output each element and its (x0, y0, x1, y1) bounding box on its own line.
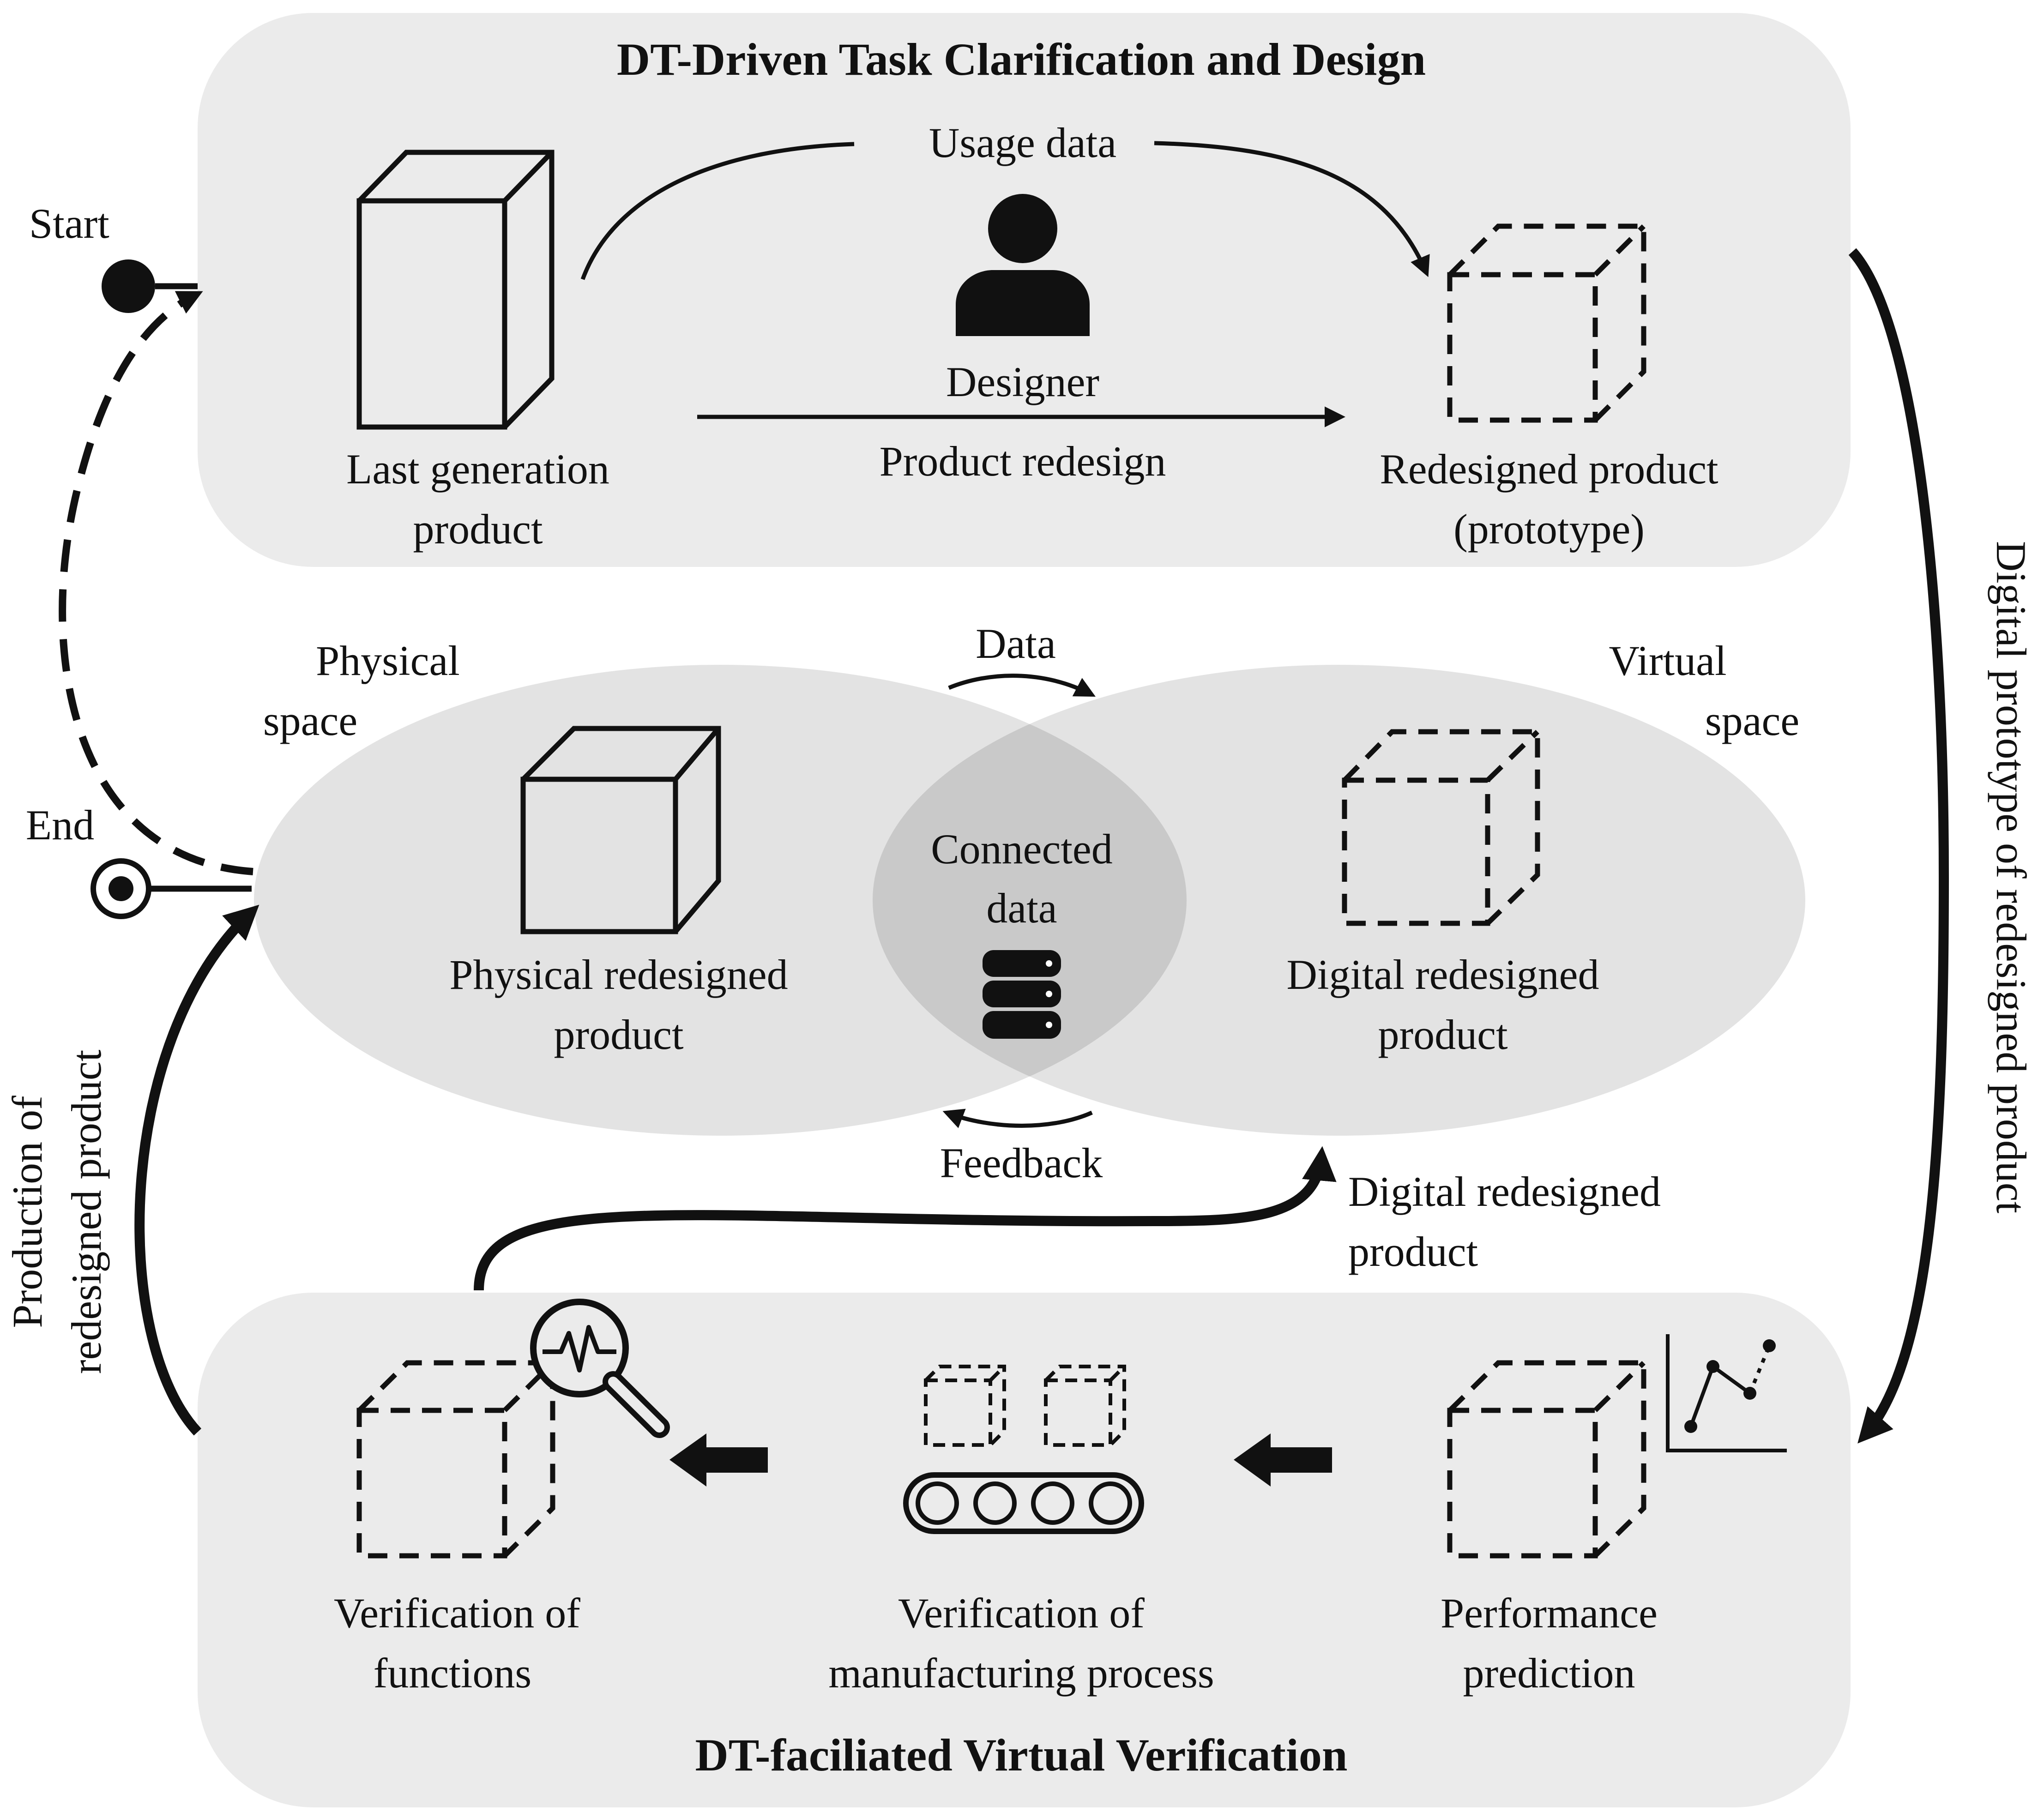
performance-product-box (1447, 1360, 1646, 1559)
dashed-return-arrow (59, 291, 253, 875)
usage-data-arc-left (580, 142, 855, 280)
physical-space-label-1: Physical (316, 637, 460, 684)
digital-redesigned-arrow (474, 1146, 1337, 1291)
end-label: End (26, 801, 94, 849)
designer-label: Designer (946, 358, 1099, 405)
connected-data-label-2: data (986, 885, 1057, 932)
physical-product-label-2: product (554, 1011, 683, 1058)
virtual-space-label-2: space (1705, 697, 1799, 744)
left-vertical-label-2: redesigned product (63, 1049, 110, 1374)
virtual-space-label-1: Virtual (1609, 637, 1726, 684)
usage-data-arc-right (1154, 141, 1430, 277)
flow-arrow-right (1234, 1433, 1332, 1487)
digital-redesigned-label-2: product (1348, 1228, 1478, 1275)
functions-label-1: Verification of (334, 1589, 580, 1637)
start-node (102, 259, 155, 313)
manufacturing-label-2: manufacturing process (828, 1649, 1214, 1697)
left-vertical-label-1: Production of (4, 1096, 51, 1328)
bottom-panel (198, 1293, 1851, 1807)
last-generation-label-1: Last generation (346, 445, 609, 493)
conveyor-icon (903, 1365, 1144, 1534)
manufacturing-label-1: Verification of (898, 1589, 1145, 1637)
start-label: Start (29, 200, 109, 247)
last-generation-product-box (356, 150, 555, 430)
magnifier-icon (530, 1299, 670, 1438)
functions-product-box (356, 1360, 555, 1559)
connected-data-overlap (873, 665, 1187, 1136)
person-icon (956, 194, 1090, 336)
feedback-label: Feedback (940, 1139, 1103, 1186)
digital-product-box (1342, 729, 1540, 926)
redesigned-prototype-box (1447, 223, 1646, 423)
connected-data-label-1: Connected (931, 825, 1112, 873)
physical-space-label-2: space (263, 697, 357, 744)
digital-redesigned-label-1: Digital redesigned (1348, 1168, 1661, 1215)
data-label: Data (976, 620, 1056, 667)
redesigned-label-2: (prototype) (1453, 506, 1645, 553)
line-chart-icon (1666, 1334, 1787, 1452)
performance-label-2: prediction (1463, 1649, 1635, 1697)
last-generation-label-2: product (413, 506, 543, 553)
digital-product-label-2: product (1378, 1011, 1507, 1058)
digital-prototype-arrow (1848, 248, 1949, 1444)
physical-product-box (520, 726, 721, 934)
product-redesign-label: Product redesign (880, 438, 1166, 485)
physical-product-label-1: Physical redesigned (449, 951, 788, 998)
usage-data-label: Usage data (929, 119, 1116, 166)
functions-label-2: functions (374, 1649, 531, 1697)
redesigned-label-1: Redesigned product (1380, 445, 1718, 493)
performance-label-1: Performance (1441, 1589, 1658, 1637)
top-panel-title: DT-Driven Task Clarification and Design (617, 34, 1426, 85)
database-icon (983, 950, 1061, 1039)
production-arrow (134, 904, 259, 1436)
data-arrow (948, 674, 1096, 697)
digital-product-label-1: Digital redesigned (1286, 951, 1599, 998)
right-vertical-label: Digital prototype of redesigned product (1988, 541, 2035, 1214)
end-node (90, 858, 151, 919)
bottom-panel-title: DT-faciliated Virtual Verification (695, 1729, 1348, 1781)
feedback-arrow (942, 1108, 1093, 1128)
flow-arrow-left (669, 1433, 768, 1487)
